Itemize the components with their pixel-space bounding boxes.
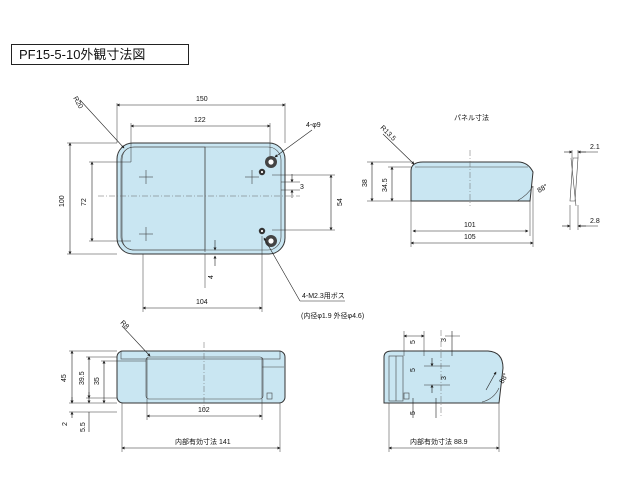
side-d5b: 5 [410,368,417,372]
top-view: R20 150 122 4-φ9 100 72 [59,96,364,321]
front-view: R8 45 39.5 35 2 5.5 102 [61,319,286,452]
bottom-104-label: 104 [196,299,208,306]
front-h35: 35 [94,377,101,385]
top-view-body [116,142,286,255]
panel-view: パネル寸法 R13.5 38 34.5 88° 101 105 [362,113,600,247]
panel-height-38: 38 [362,179,369,187]
side-inner-label: 内部有効寸法 88.9 [410,437,468,446]
hole-pitch-label: 122 [194,117,206,124]
side-view-body [383,350,504,404]
boss-sub-label: (内径φ1.9 外径φ4.6) [301,311,364,320]
panel-profile [569,157,579,202]
front-w102: 102 [198,407,210,414]
side-d3b: 3 [441,338,448,342]
front-h5-5: 5.5 [80,422,87,432]
small-4-label: 4 [208,275,215,279]
boss-mark-lower [258,227,266,235]
side-d3a: 3 [441,376,448,380]
panel-title: パネル寸法 [454,113,489,122]
panel-thick-2-1: 2.1 [590,144,600,151]
top-width-label: 150 [196,96,208,103]
front-h2: 2 [62,422,69,426]
side-d5a: 5 [410,340,417,344]
front-radius-label: R8 [119,319,130,330]
side-54-label: 54 [337,198,344,206]
panel-radius-label: R13.5 [379,124,397,142]
front-inner-label: 内部有効寸法 141 [175,437,231,446]
panel-body [410,161,534,202]
panel-thick-2-8: 2.8 [590,218,600,225]
top-view-center-marks [139,170,259,241]
front-view-panel [145,356,264,400]
side-view: 5 5 3 3 5 88° 内部有効寸法 88.9 [383,330,510,452]
boss-mark-upper [258,168,266,176]
panel-height-34-5: 34.5 [382,178,389,192]
top-radius-label: R20 [71,96,84,111]
hole-diameter-label: 4-φ9 [306,122,321,129]
front-h39-5: 39.5 [79,371,86,385]
hole-height-label: 72 [81,198,88,206]
front-h45: 45 [61,374,68,382]
front-view-top-band [120,350,281,360]
panel-width-101: 101 [464,222,476,229]
panel-width-105: 105 [464,234,476,241]
boss-offset-label: 3 [300,184,304,191]
side-d5c: 5 [410,411,417,415]
boss-label: 4-M2.3用ボス [302,292,345,300]
page-title: PF15-5-10外観寸法図 [11,44,189,65]
top-view-rim [120,146,282,251]
panel-angle-label: 88° [536,182,549,194]
mounting-hole-top [265,156,277,168]
top-height-label: 100 [59,195,66,207]
mounting-hole-bottom [265,235,277,247]
